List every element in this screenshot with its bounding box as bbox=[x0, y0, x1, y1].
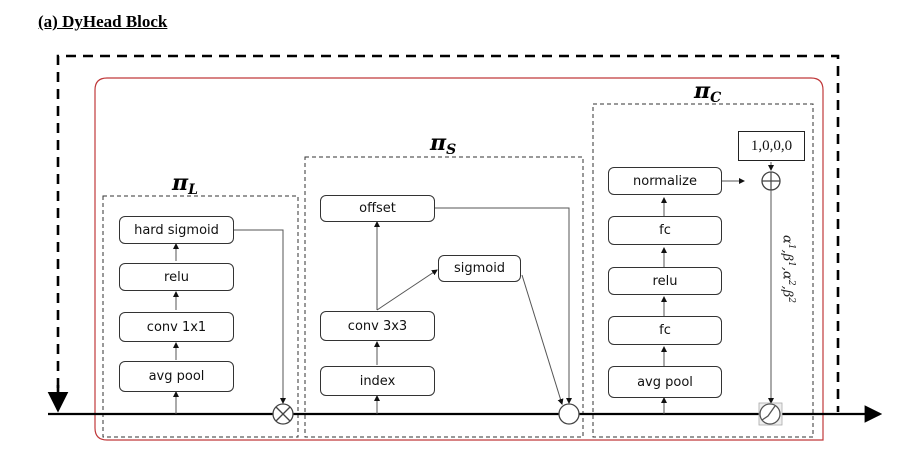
level-attention-label: πL bbox=[172, 170, 198, 198]
skip-connection-path bbox=[56, 54, 840, 412]
sigmoid-block: sigmoid bbox=[438, 255, 521, 282]
relu-block-channel: relu bbox=[608, 267, 722, 295]
spatial-attention-label: πS bbox=[430, 130, 457, 158]
offset-block: offset bbox=[320, 195, 435, 222]
avg-pool-block: avg pool bbox=[119, 361, 234, 392]
hard-sigmoid-block: hard sigmoid bbox=[119, 216, 234, 244]
init-value-box: 1,0,0,0 bbox=[738, 131, 805, 161]
spatial-module-frame bbox=[304, 156, 584, 438]
conv1x1-block: conv 1x1 bbox=[119, 312, 234, 342]
figure-title: (a) DyHead Block bbox=[38, 12, 168, 31]
level-module-frame bbox=[102, 195, 299, 438]
conv3x3-block: conv 3x3 bbox=[320, 311, 435, 341]
deform-sample-op-icon bbox=[558, 403, 580, 425]
fc-block-lower: fc bbox=[608, 316, 722, 345]
channel-module-frame bbox=[592, 103, 814, 438]
block-border bbox=[94, 77, 824, 441]
channel-attention-label: πC bbox=[694, 78, 722, 106]
add-op-icon bbox=[761, 171, 781, 191]
avg-pool-block-channel: avg pool bbox=[608, 366, 722, 398]
fc-block-upper: fc bbox=[608, 216, 722, 245]
multiply-op-icon bbox=[272, 403, 294, 425]
dynamic-params-label: α1,β1,α2,β2 bbox=[779, 235, 796, 303]
index-block: index bbox=[320, 366, 435, 396]
relu-block: relu bbox=[119, 263, 234, 291]
dynamic-relu-op-icon bbox=[758, 402, 783, 426]
normalize-block: normalize bbox=[608, 167, 722, 195]
